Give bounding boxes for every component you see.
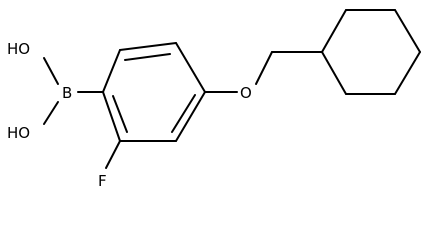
benzene-ring bbox=[102, 42, 206, 142]
cyclohexane-bond bbox=[394, 9, 421, 53]
ether-oxygen-label: O bbox=[240, 84, 252, 102]
cyclohexane-ring bbox=[321, 9, 421, 95]
fluorine-label: F bbox=[98, 172, 107, 190]
ring-double-bond bbox=[171, 94, 196, 133]
ring-bond bbox=[175, 91, 206, 142]
structure-diagram: HO B HO F O bbox=[7, 9, 421, 190]
cyclohexane-bond bbox=[394, 51, 421, 95]
hydroxyl-bottom-label: HO bbox=[7, 124, 30, 142]
ring-double-bond bbox=[112, 95, 128, 133]
ring-bond bbox=[102, 91, 121, 142]
fluorine-substituent: F bbox=[98, 140, 121, 190]
cyclohexane-bond bbox=[321, 51, 347, 95]
cyclohexane-bond bbox=[321, 9, 347, 53]
ether-linkage: O bbox=[204, 51, 323, 102]
b-oh-bond-bottom bbox=[43, 101, 59, 125]
boronic-acid-group: HO B HO bbox=[7, 40, 104, 142]
boron-label: B bbox=[62, 84, 72, 102]
c-f-bond bbox=[105, 140, 121, 169]
ring-bond bbox=[119, 42, 177, 51]
molecule-drawing: HO B HO F O bbox=[7, 9, 421, 190]
hydroxyl-top-label: HO bbox=[7, 40, 30, 58]
ring-bond bbox=[102, 49, 121, 93]
o-ch2-bond bbox=[255, 51, 273, 85]
ring-double-bond bbox=[124, 53, 171, 61]
ring-bond bbox=[175, 42, 206, 93]
b-oh-bond-top bbox=[43, 57, 59, 85]
